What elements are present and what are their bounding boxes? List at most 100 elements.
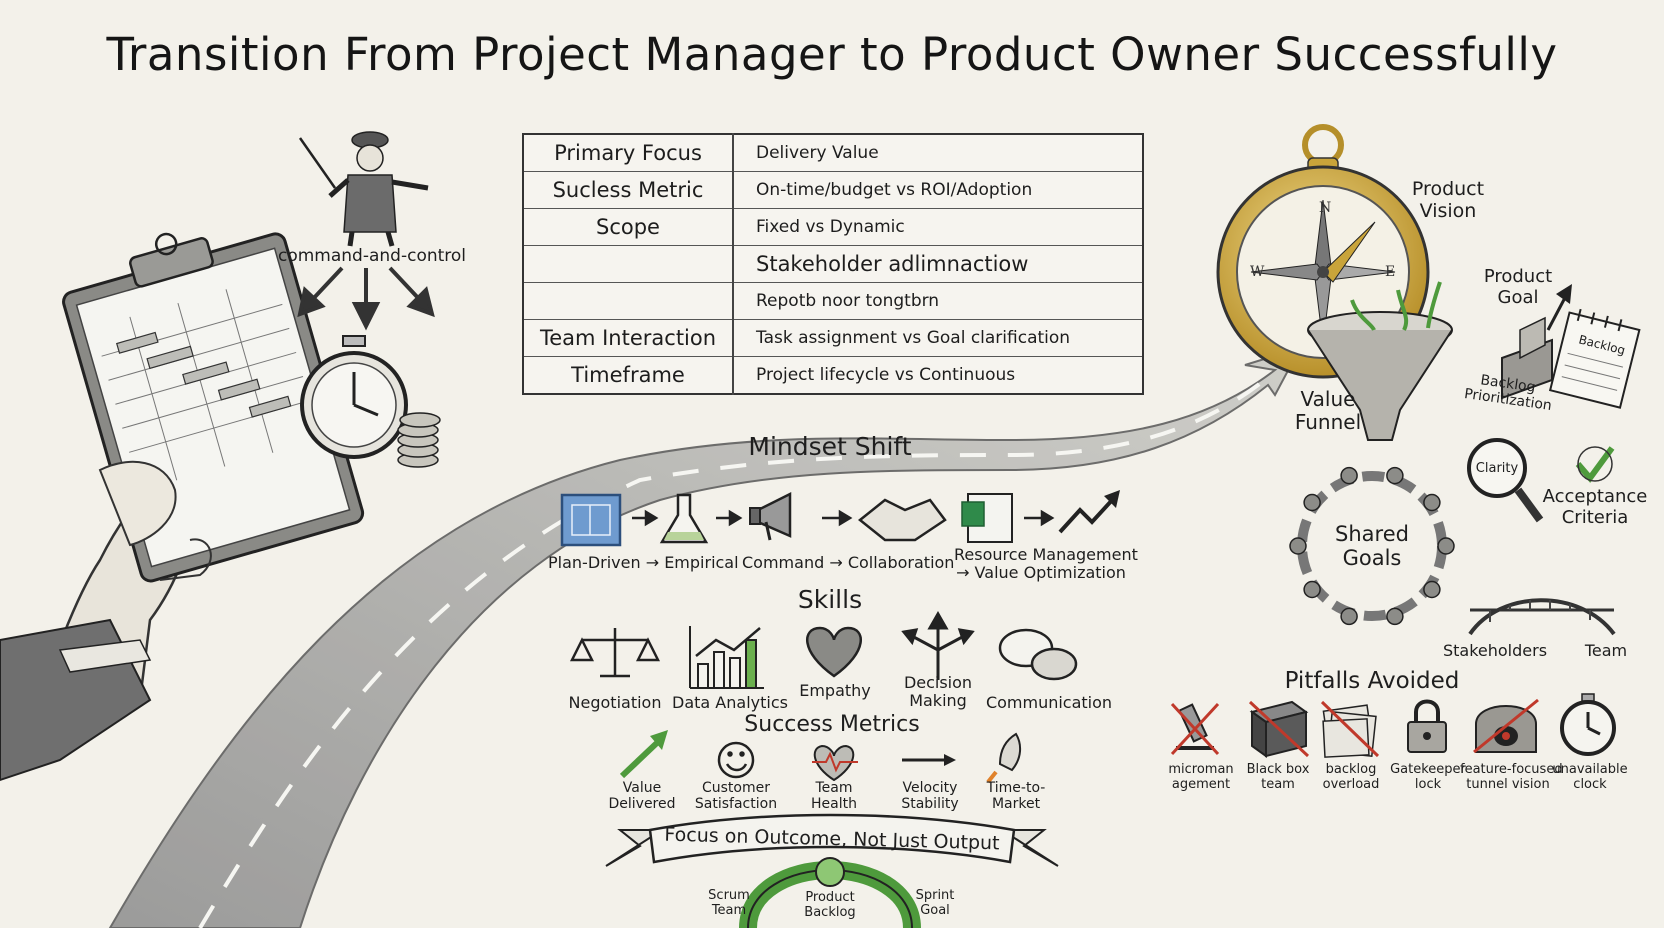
velocity-arrow-icon	[902, 754, 956, 766]
padlock-icon	[1407, 699, 1447, 753]
person-head-icon	[1303, 580, 1321, 599]
table-row: Team Interaction Task assignment vs Goal…	[523, 319, 1143, 357]
acceptance-criteria-line1: Acceptance	[1542, 486, 1648, 507]
metric-satisfaction-line1: Customer	[701, 780, 770, 796]
team-label: Team	[1584, 641, 1628, 660]
stakeholders-label: Stakeholders	[1442, 641, 1548, 660]
table-row: Timeframe Project lifecycle vs Continuou…	[523, 356, 1143, 394]
table-row: Primary Focus Delivery Value	[523, 134, 1143, 173]
skill-negotiation-label: Negotiation	[568, 693, 662, 712]
table-key-cell: Team Interaction	[523, 319, 734, 357]
product-goal-line2: Goal	[1497, 287, 1539, 308]
metric-satisfaction-line2: Satisfaction	[694, 796, 778, 812]
cycle-sprint-goal-line1: Sprint	[915, 888, 955, 903]
metric-velocity-line2: Stability	[901, 796, 959, 812]
flask-icon	[659, 493, 709, 544]
table-value-cell: Fixed vs Dynamic	[733, 208, 1143, 246]
table-key-cell	[523, 282, 734, 320]
product-vision-line2: Vision	[1419, 200, 1477, 222]
person-head-icon	[1423, 493, 1441, 512]
pitfall-micromanagement-line1: microman	[1168, 762, 1234, 777]
clarity-label: Clarity	[1475, 461, 1519, 476]
cycle-scrum-team-line2: Team	[711, 903, 747, 918]
bar-chart-icon	[689, 626, 764, 689]
table-row: Scope Fixed vs Dynamic	[523, 208, 1143, 246]
shift-label-command-collaboration: Command → Collaboration	[742, 553, 955, 572]
pitfall-backlog-overload-line2: overload	[1322, 777, 1380, 792]
product-goal-line1: Product	[1483, 266, 1553, 287]
person-head-icon	[1289, 537, 1307, 555]
person-head-icon	[1303, 493, 1321, 512]
table-row: Stakeholder adlimnactiow	[523, 245, 1143, 283]
crossroads-icon	[901, 610, 975, 680]
table-key-cell: Timeframe	[523, 356, 734, 394]
pitfalls-heading: Pitfalls Avoided	[1284, 668, 1460, 694]
heartbeat-icon	[812, 744, 858, 782]
commander-figure	[298, 131, 429, 247]
svg-text:N: N	[1319, 200, 1331, 216]
cycle-backlog-line1: Product	[805, 890, 855, 905]
table-value-cell: Stakeholder adlimnactiow	[733, 245, 1143, 283]
metric-health-line1: Team	[815, 780, 853, 796]
skill-data-analytics-label: Data Analytics	[672, 693, 788, 712]
shared-goals-line2: Goals	[1342, 546, 1402, 570]
unavailable-clock-icon	[1560, 693, 1616, 756]
success-metrics-heading: Success Metrics	[744, 712, 920, 737]
trend-up-icon	[1058, 490, 1120, 534]
stakeholder-team-bridge	[1468, 598, 1616, 636]
skill-decision-line1: Decision	[903, 673, 973, 692]
value-funnel-line2: Funnel	[1294, 410, 1362, 434]
table-value-cell: Repotb noor tongtbrn	[733, 282, 1143, 320]
pitfall-tunnel-vision-line1: feature-focused	[1460, 762, 1563, 777]
speech-bubbles-icon	[998, 628, 1078, 681]
person-head-icon	[1423, 580, 1441, 599]
person-head-icon	[1386, 466, 1404, 485]
stopwatch-coins-icon	[300, 335, 441, 468]
cycle-sprint-goal-line2: Goal	[920, 903, 950, 918]
person-head-icon	[1386, 607, 1404, 626]
command-arrows	[297, 266, 435, 331]
metric-ttm-line1: Time-to-	[986, 780, 1046, 796]
table-row: Sucless Metric On-time/budget vs ROI/Ado…	[523, 171, 1143, 210]
cycle-backlog-line2: Backlog	[804, 905, 856, 920]
table-key-cell	[523, 245, 734, 283]
shared-goals-people-circle	[1289, 466, 1455, 626]
clipboard-gantt-illustration	[0, 232, 365, 782]
shift-label-plan-empirical: Plan-Driven → Empirical	[548, 553, 739, 572]
pitfall-gatekeeper-line2: lock	[1414, 777, 1442, 792]
value-funnel-line1: Value	[1300, 387, 1356, 411]
skill-decision-line2: Making	[909, 691, 967, 710]
svg-text:E: E	[1385, 264, 1395, 280]
paper-stack-icon	[1322, 704, 1377, 758]
handshake-icon	[857, 498, 947, 542]
skill-empathy-label: Empathy	[799, 681, 871, 700]
pitfall-gatekeeper-line1: Gatekeeper	[1390, 762, 1466, 777]
svg-text:W: W	[1250, 264, 1265, 280]
pitfall-micromanagement-line2: agement	[1171, 777, 1231, 792]
tunnel-icon	[1475, 705, 1537, 753]
skill-communication-label: Communication	[985, 693, 1113, 712]
pitfall-icons	[1170, 693, 1616, 758]
table-key-cell: Sucless Metric	[523, 171, 734, 210]
metric-value-line1: Value	[622, 780, 662, 796]
mindset-arrows	[632, 509, 1055, 527]
clarity-magnifier-icon	[1467, 438, 1544, 523]
product-goal-icon	[1501, 284, 1572, 400]
value-funnel-icon	[1307, 281, 1453, 441]
command-and-control-label: command-and-control	[278, 246, 467, 266]
heart-icon	[806, 626, 862, 678]
shift-label-resource-line1: Resource Management	[954, 545, 1138, 564]
table-row: Repotb noor tongtbrn	[523, 282, 1143, 320]
metric-velocity-line1: Velocity	[902, 780, 958, 796]
pitfall-unavailable-line2: clock	[1573, 777, 1607, 792]
pitfall-unavailable-line1: unavailable	[1552, 762, 1628, 777]
pitfall-backlog-overload-line1: backlog	[1325, 762, 1377, 777]
outcome-banner-ribbon	[605, 813, 1059, 867]
acceptance-criteria-line2: Criteria	[1561, 507, 1629, 528]
page-title: Transition From Project Manager to Produ…	[106, 28, 1558, 81]
metric-value-line2: Delivered	[608, 796, 676, 812]
table-value-cell: Delivery Value	[733, 134, 1143, 173]
pitfall-tunnel-vision-line2: tunnel vision	[1466, 777, 1550, 792]
